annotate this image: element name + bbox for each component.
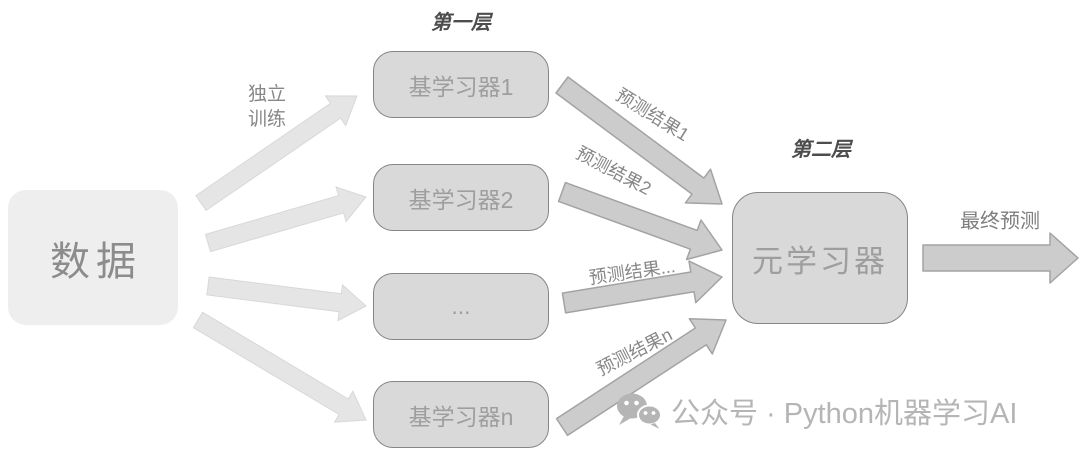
watermark: 公众号 · Python机器学习AI [616,390,1017,432]
base-learner-1-label: 基学习器1 [408,73,514,100]
arrow-train-1 [195,95,358,212]
arrow-prediction-4 [555,318,727,437]
data-box-label: 数据 [50,239,142,284]
base-learner-ellipsis-label: ... [451,293,471,319]
base-learner-2-box: 基学习器2 [373,164,549,231]
watermark-text: 公众号 · Python机器学习AI [671,398,1018,430]
data-box: 数据 [8,190,178,325]
independent-training-line2: 训练 [247,109,286,130]
arrow-train-2 [204,186,367,253]
arrow-prediction-3 [561,260,723,314]
layer-1-label: 第一层 [431,12,491,34]
final-prediction-label: 最终预测 [960,210,1040,233]
layer-2-label: 第二层 [791,139,851,161]
meta-learner-box: 元学习器 [732,192,908,324]
base-learner-n-box: 基学习器n [373,381,549,448]
base-learner-2-label: 基学习器2 [408,186,514,213]
base-learner-1-box: 基学习器1 [373,51,549,118]
base-learner-ellipsis-box: ... [373,273,549,340]
arrow-prediction-2 [557,181,723,261]
arrow-train-3 [206,276,367,322]
independent-training-label: 独立 训练 [228,82,306,132]
wechat-icon [617,393,662,429]
arrow-train-4 [192,311,367,423]
arrow-prediction-1 [555,76,723,205]
independent-training-line1: 独立 [247,84,286,105]
base-learner-n-label: 基学习器n [408,403,514,430]
arrow-final-prediction [922,232,1079,284]
meta-learner-label: 元学习器 [752,243,888,279]
